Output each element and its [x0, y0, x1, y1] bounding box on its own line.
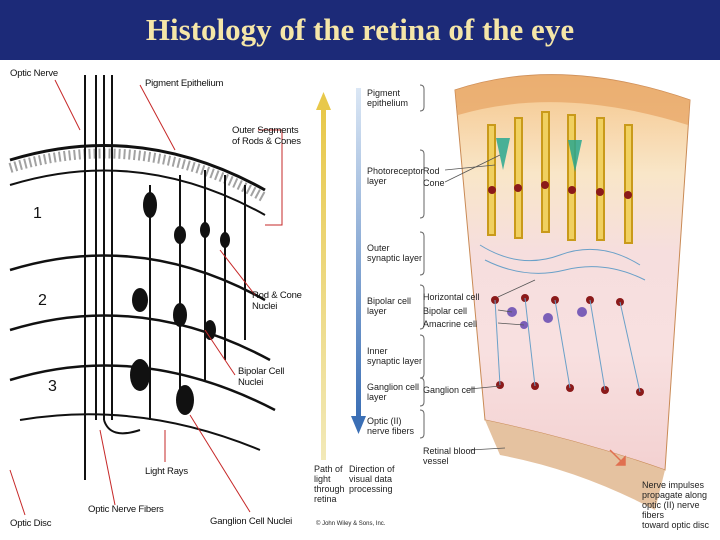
- label-horizontal-cell: Horizontal cell: [423, 292, 480, 302]
- light-path-arrow: [316, 92, 331, 460]
- label-optic-nerve-fibers: Optic Nerve Fibers: [88, 504, 164, 515]
- label-cone: Cone: [423, 178, 445, 188]
- label-nerve-impulses: Nerve impulses propagate along optic (II…: [642, 480, 720, 530]
- layer-optic-nerve-fibers: Optic (II) nerve fibers: [367, 416, 414, 436]
- label-ganglion-cell-nuclei: Ganglion Cell Nuclei: [210, 516, 292, 527]
- label-pigment-epithelium: Pigment Epithelium: [145, 78, 223, 89]
- zone-2: 2: [38, 292, 47, 310]
- layer-bipolar-cell: Bipolar cell layer: [367, 296, 411, 316]
- copyright: © John Wiley & Sons, Inc.: [316, 519, 385, 529]
- zone-3: 3: [48, 378, 57, 396]
- label-optic-disc: Optic Disc: [10, 518, 51, 529]
- label-optic-nerve: Optic Nerve: [10, 68, 58, 79]
- label-retinal-blood-vessel: Retinal blood vessel: [423, 446, 476, 466]
- label-processing-direction: Direction of visual data processing: [349, 464, 409, 494]
- processing-arrow: [351, 88, 366, 434]
- label-rod: Rod: [423, 166, 440, 176]
- label-light-rays: Light Rays: [145, 466, 188, 477]
- label-outer-segments: Outer Segments of Rods & Cones: [232, 125, 320, 147]
- layer-inner-synaptic: Inner synaptic layer: [367, 346, 422, 366]
- label-ganglion-cell: Ganglion cell: [423, 385, 475, 395]
- label-bipolar-cell: Bipolar cell: [423, 306, 467, 316]
- layer-outer-synaptic: Outer synaptic layer: [367, 243, 422, 263]
- layer-ganglion-cell: Ganglion cell layer: [367, 382, 419, 402]
- label-rod-cone-nuclei: Rod & Cone Nuclei: [252, 290, 312, 312]
- label-light-path: Path of light through retina: [314, 464, 352, 504]
- layer-pigment-epithelium: Pigment epithelium: [367, 88, 408, 108]
- zone-1: 1: [33, 205, 42, 223]
- layer-photoreceptor: Photoreceptor layer: [367, 166, 424, 186]
- label-bipolar-cell-nuclei: Bipolar Cell Nuclei: [238, 366, 298, 388]
- label-amacrine-cell: Amacrine cell: [423, 319, 477, 329]
